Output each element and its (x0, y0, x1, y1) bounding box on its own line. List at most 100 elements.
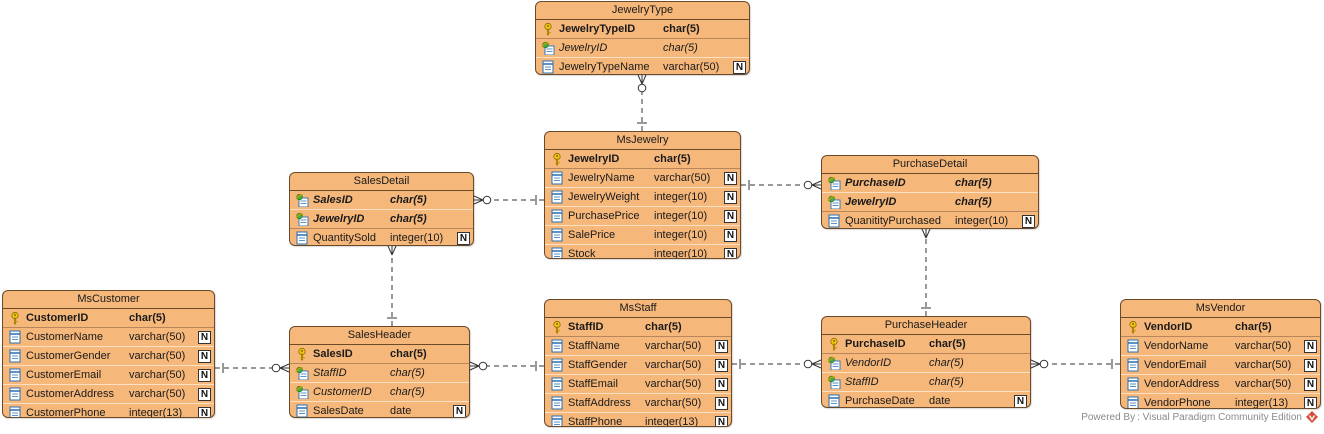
column-type: char(5) (390, 386, 425, 398)
column-name: Stock (568, 248, 596, 259)
column-name: StaffGender (568, 359, 628, 371)
primary-key-icon (550, 152, 564, 166)
primary-key-icon (295, 347, 309, 361)
entity-title: MsCustomer (3, 291, 214, 309)
column-type: varchar(50) (129, 331, 186, 343)
entity-title: MsStaff (545, 300, 731, 318)
not-null-badge: N (715, 340, 728, 353)
column-icon (550, 228, 564, 242)
column-name: VendorName (1144, 340, 1209, 352)
column-type: varchar(50) (129, 369, 186, 381)
column-name: CustomerPhone (26, 407, 106, 418)
crowfoot-mark (637, 74, 643, 85)
column-vendorid[interactable]: VendorID char(5) (1121, 318, 1320, 337)
not-null-badge: N (715, 378, 728, 391)
crowfoot-mark (1030, 363, 1041, 369)
column-type: char(5) (929, 338, 966, 350)
not-null-badge: N (724, 210, 737, 223)
column-icon (1126, 358, 1140, 372)
column-name: StaffName (568, 340, 620, 352)
column-type: char(5) (1235, 321, 1272, 333)
column-type: char(5) (390, 367, 425, 379)
not-null-badge: N (198, 407, 211, 417)
crowfoot-mark (811, 363, 822, 369)
column-type: integer(10) (955, 215, 1009, 227)
column-type: varchar(50) (1235, 359, 1292, 371)
column-type: varchar(50) (663, 61, 720, 73)
column-name: QuanitityPurchased (845, 215, 941, 227)
column-name: PurchaseDate (845, 395, 915, 407)
column-type: varchar(50) (129, 350, 186, 362)
not-null-badge: N (715, 359, 728, 372)
column-icon (550, 209, 564, 223)
column-type: varchar(50) (645, 378, 702, 390)
column-icon (550, 339, 564, 353)
column-icon (8, 330, 22, 344)
column-icon (550, 247, 564, 258)
column-icon (827, 214, 841, 228)
column-name: StaffID (845, 376, 879, 388)
column-type: char(5) (390, 213, 427, 225)
column-icon (8, 387, 22, 401)
column-type: varchar(50) (654, 172, 711, 184)
column-name: VendorID (1144, 321, 1193, 333)
column-type: date (390, 405, 412, 417)
cardinality-zero-circle (1039, 359, 1049, 369)
column-name: JewelryName (568, 172, 635, 184)
crowfoot-mark (473, 199, 484, 205)
primary-foreign-key-icon (295, 193, 309, 208)
cardinality-zero-circle (637, 83, 647, 93)
column-vendorid[interactable]: VendorID char(5) (822, 354, 1030, 373)
crowfoot-mark (1030, 359, 1041, 365)
column-name: VendorID (845, 357, 892, 369)
column-type: char(5) (929, 357, 964, 369)
